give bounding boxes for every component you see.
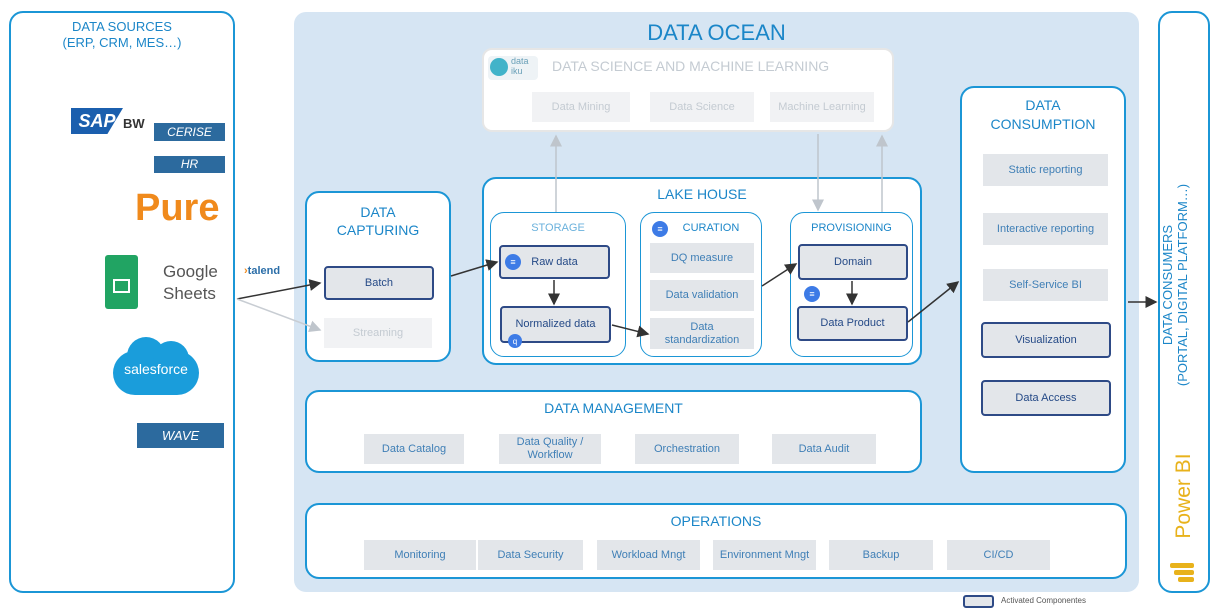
talend-text: talend [247,265,281,277]
storage-title: STORAGE [531,222,585,234]
data-access-component: Data Access [981,380,1111,416]
cicd-component: CI/CD [947,540,1050,570]
data-consumers-panel: DATA CONSUMERS (PORTAL, DIGITAL PLATFORM… [1158,11,1210,593]
data-sources-title-line1: DATA SOURCES [72,19,172,34]
cerise-source: CERISE [154,123,225,141]
google-label-line1: Google [163,262,218,281]
data-product-component: Data Product [797,306,908,341]
data-sources-title-line2: (ERP, CRM, MES…) [62,35,182,50]
lake-house-title: LAKE HOUSE [657,186,747,202]
data-validation-component: Data validation [650,280,754,311]
dq-measure-component: DQ measure [650,243,754,273]
sources-to-batch-arrow [236,279,322,300]
data-security-component: Data Security [478,540,583,570]
cloud-puff-2 [153,341,189,377]
powerbi-bar-2 [1174,570,1194,575]
salesforce-label: salesforce [124,361,188,377]
orchestration-component: Orchestration [635,434,739,464]
curation-title: CURATION [682,222,740,234]
dsml-data-mining: Data Mining [532,92,630,122]
streaming-component: Streaming [324,318,432,348]
data-ocean-title: DATA OCEAN [647,20,786,45]
dataprep-icon: ≡ [652,221,668,237]
batch-component: Batch [324,266,434,300]
batch-to-raw-arrow [450,259,499,277]
static-reporting-component: Static reporting [983,154,1108,186]
consumption-title-line2: CONSUMPTION [990,116,1096,132]
pure-logo: Pure [135,187,220,229]
dsml-data-science: Data Science [650,92,754,122]
talend-label: ›talend [244,265,280,277]
data-capturing-panel: DATA CAPTURING Batch Streaming [305,191,451,362]
dataiku-line2: iku [511,66,523,76]
sap-bw-label: BW [123,116,145,131]
power-bi-icon [1170,559,1200,589]
domain-component: Domain [798,244,908,280]
provisioning-title: PROVISIONING [811,222,892,234]
sap-bw-logo: SAP BW [71,108,147,148]
dataiku-logo: data iku [488,56,538,80]
google-label-line2: Sheets [163,284,216,303]
data-catalog-component: Data Catalog [364,434,464,464]
dataiku-line1: data [511,56,529,66]
powerbi-bar-1 [1170,563,1194,568]
dataiku-bird-icon [490,58,508,76]
hr-source: HR [154,156,225,173]
curation-to-domain-arrow [761,263,798,287]
data-consumption-title: DATA CONSUMPTION [962,96,1124,134]
interactive-reporting-component: Interactive reporting [983,213,1108,245]
data-audit-component: Data Audit [772,434,876,464]
backup-component: Backup [829,540,933,570]
google-sheets-icon [105,255,138,309]
data-consumption-panel: DATA CONSUMPTION Static reporting Intera… [960,86,1126,473]
operations-panel: OPERATIONS Monitoring Data Security Work… [305,503,1127,579]
data-management-title: DATA MANAGEMENT [544,400,683,416]
powerbi-bar-3 [1178,577,1194,582]
capturing-title-line2: CAPTURING [336,222,420,238]
capturing-title-line1: DATA [360,204,396,220]
product-to-consumption-arrow [907,281,960,323]
talend-arrow-icon: › [244,265,248,277]
visualization-component: Visualization [981,322,1111,358]
google-sheets-label: Google Sheets [163,261,218,305]
data-sources-panel: DATA SOURCES (ERP, CRM, MES…) SAP BW CER… [9,11,235,593]
consumption-title-line1: DATA [1025,97,1061,113]
legend-activated-box [963,595,994,608]
dsml-panel: data iku DATA SCIENCE AND MACHINE LEARNI… [482,48,894,132]
data-capturing-title: DATA CAPTURING [307,203,449,239]
data-standardization-component: Data standardization [650,318,754,349]
salesforce-cloud-icon: salesforce [109,333,203,401]
data-sources-title: DATA SOURCES (ERP, CRM, MES…) [11,19,233,51]
workload-mngt-component: Workload Mngt [597,540,700,570]
dsml-title: DATA SCIENCE AND MACHINE LEARNING [552,58,830,74]
data-quality-component: Data Quality / Workflow [499,434,601,464]
legend-activated-label: Activated Componentes [1001,596,1086,605]
bigquery-icon-provisioning: ≡ [804,286,820,302]
operations-title: OPERATIONS [670,513,762,529]
bigquery-icon: ≡ [505,254,521,270]
wave-source: WAVE [137,423,224,448]
sheet-grid-icon [113,279,130,293]
normalized-to-curation-arrow [611,324,650,338]
self-service-bi-component: Self-Service BI [983,269,1108,301]
sap-logo: SAP [71,108,123,134]
dataiku-text: data iku [511,56,529,76]
cloud-sql-icon: q [508,334,522,348]
monitoring-component: Monitoring [364,540,476,570]
environment-mngt-component: Environment Mngt [713,540,816,570]
data-management-panel: DATA MANAGEMENT Data Catalog Data Qualit… [305,390,922,473]
sources-to-streaming-arrow [236,298,322,332]
dsml-machine-learning: Machine Learning [770,92,874,122]
